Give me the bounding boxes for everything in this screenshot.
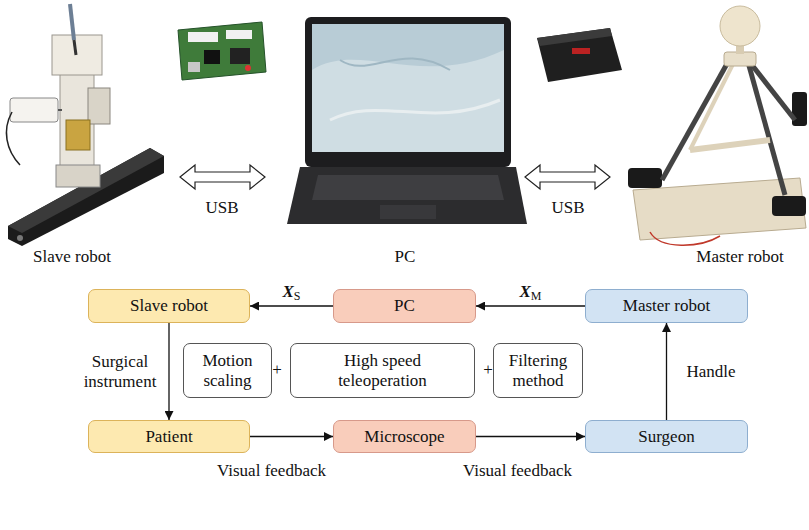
motor-driver-photo-part — [572, 48, 590, 54]
controller-board-photo-part — [245, 65, 251, 71]
node-text: Slave robot — [130, 296, 208, 316]
edge-label: XS — [280, 282, 302, 304]
slave-robot-photo-part — [52, 35, 102, 75]
link-label: USB — [205, 198, 238, 218]
master-robot-photo-part — [690, 60, 735, 150]
edge-label: XM — [517, 282, 543, 304]
flow-arrow — [168, 323, 169, 420]
slave-robot-box: Slave robot — [88, 289, 250, 323]
slave-robot-photo-part — [66, 120, 90, 150]
slave-robot-photo-part — [56, 165, 100, 187]
motor-driver-photo-part — [537, 28, 612, 46]
slave-robot-photo-part — [10, 98, 58, 122]
edge-label: Visual feedback — [215, 461, 328, 481]
flow-arrow — [476, 436, 585, 437]
plus-sign: + — [272, 360, 282, 380]
node-text: Patient — [145, 427, 192, 447]
node-text: Motion scaling — [184, 351, 271, 390]
laptop-photo-part — [380, 205, 436, 219]
master-robot-photo — [628, 6, 807, 245]
photo-caption: Slave robot — [33, 247, 111, 267]
usb-double-arrow-part — [525, 165, 610, 189]
flow-arrow — [666, 323, 667, 420]
node-text: Filtering method — [494, 351, 582, 390]
master-robot-box: Master robot — [585, 289, 748, 323]
laptop-photo-part — [312, 175, 504, 200]
laptop-photo-part — [330, 100, 500, 120]
master-robot-photo-part — [662, 62, 728, 180]
master-robot-photo-part — [628, 168, 662, 188]
motor-driver-photo — [537, 28, 622, 82]
microscope-box: Microscope — [333, 420, 476, 453]
photo-caption: PC — [395, 247, 416, 267]
method-box: High speed teleoperation — [290, 343, 475, 398]
photo-caption: Master robot — [696, 247, 783, 267]
slave-robot-photo-part — [70, 4, 74, 40]
node-text: Surgeon — [638, 427, 694, 447]
surgeon-box: Surgeon — [585, 420, 748, 453]
controller-board-photo-part — [178, 22, 266, 80]
laptop-photo-part — [312, 24, 504, 152]
slave-robot-photo-part — [74, 40, 76, 55]
pc-box: PC — [333, 289, 476, 323]
controller-board-photo-part — [226, 30, 252, 39]
laptop-photo-part — [287, 167, 527, 224]
node-text: PC — [394, 296, 415, 316]
slave-robot-photo-part — [17, 235, 23, 241]
laptop-photo-part — [312, 50, 504, 152]
motor-driver-photo-part — [537, 28, 622, 82]
link-label: USB — [551, 198, 584, 218]
slave-robot-photo — [6, 4, 164, 246]
laptop-photo — [287, 17, 527, 224]
master-robot-photo-part — [724, 52, 756, 66]
master-robot-photo-part — [772, 196, 806, 216]
usb-double-arrow — [180, 165, 610, 189]
controller-board-photo-part — [188, 32, 218, 42]
master-robot-photo-part — [690, 140, 770, 150]
method-box: Motion scaling — [183, 343, 272, 398]
controller-board-photo-part — [204, 50, 220, 64]
controller-board-photo-part — [188, 62, 200, 72]
node-text: Microscope — [364, 427, 444, 447]
edge-label: Visual feedback — [461, 461, 574, 481]
patient-box: Patient — [88, 420, 250, 453]
master-robot-photo-part — [748, 60, 795, 120]
edge-label: Surgical instrument — [77, 352, 163, 391]
slave-robot-photo-part — [88, 88, 110, 124]
plus-sign: + — [483, 360, 493, 380]
laptop-photo-part — [340, 58, 450, 70]
flow-arrow — [250, 305, 333, 306]
controller-board-photo — [178, 22, 266, 80]
master-robot-photo-part — [792, 92, 807, 126]
node-text: Master robot — [623, 296, 710, 316]
method-box: Filtering method — [493, 343, 583, 398]
master-robot-photo-part — [720, 6, 760, 46]
usb-double-arrow-part — [180, 165, 265, 189]
slave-robot-photo-part — [58, 109, 62, 111]
node-text: High speed teleoperation — [327, 351, 439, 390]
flow-arrow — [250, 436, 333, 437]
laptop-photo-part — [305, 17, 511, 167]
controller-board-photo-part — [230, 48, 250, 64]
slave-robot-photo-part — [6, 112, 20, 165]
edge-label: Handle — [685, 362, 738, 382]
flow-arrow — [476, 305, 585, 306]
master-robot-photo-part — [650, 232, 720, 245]
